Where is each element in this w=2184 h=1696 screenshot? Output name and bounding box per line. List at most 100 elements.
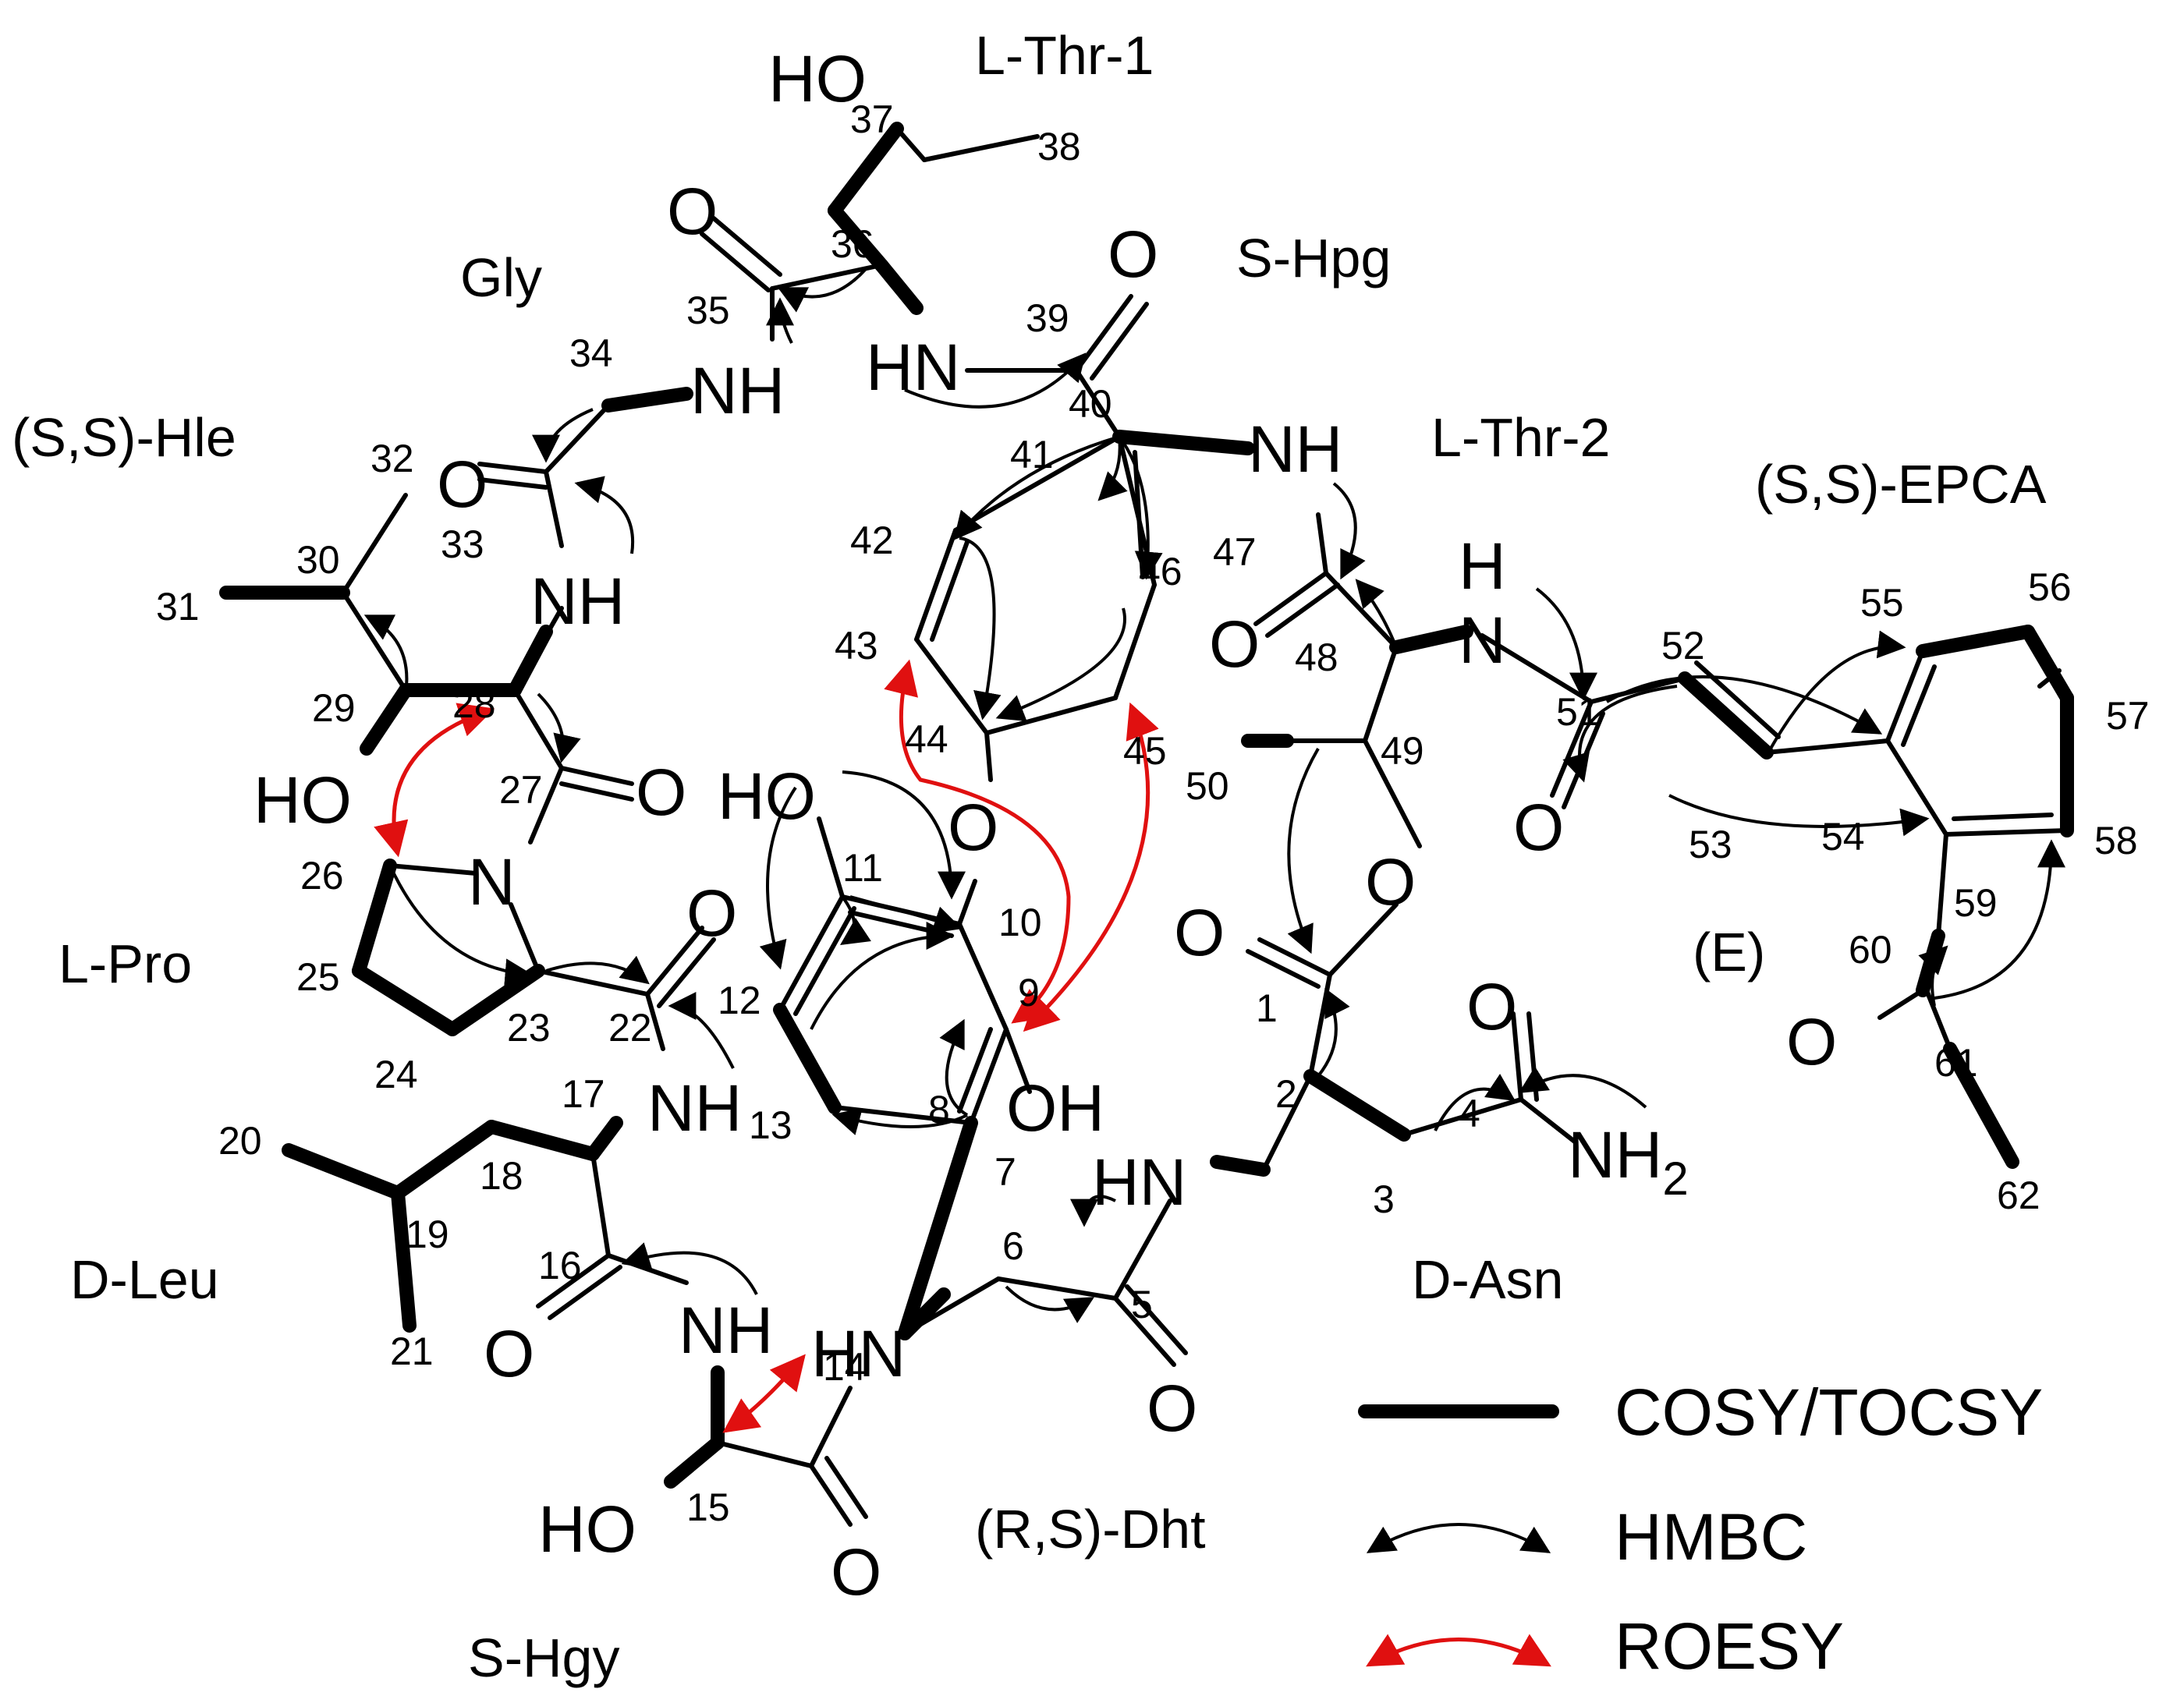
carbon-number-53: 53 (1689, 823, 1732, 866)
atom-nh28: NH (530, 565, 625, 638)
atom-labels: HO O O HN NH NH O NH O H N HO O N HO O O… (254, 42, 1837, 1609)
atom-h-n51: H (1459, 529, 1506, 603)
carbon-number-57: 57 (2106, 694, 2150, 738)
carbon-number-51: 51 (1556, 690, 1600, 734)
residue-labels: L-Thr-1 Gly S-Hpg (S,S)-Hle L-Thr-2 (S,S… (12, 25, 2047, 1688)
carbon-number-4: 4 (1459, 1092, 1480, 1135)
residue-leu: D-Leu (70, 1249, 219, 1310)
carbon-number-37: 37 (850, 97, 894, 141)
atom-nh15: NH (679, 1294, 773, 1367)
atom-o4: O (1466, 970, 1517, 1043)
carbon-number-34: 34 (569, 331, 613, 375)
carbon-number-50: 50 (1186, 764, 1229, 808)
carbon-number-30: 30 (296, 538, 340, 582)
legend-hmbc-label: HMBC (1615, 1500, 1807, 1574)
atom-ho-thr1: HO (768, 42, 867, 115)
carbon-number-18: 18 (480, 1154, 523, 1198)
atom-ho29: HO (254, 763, 352, 837)
carbon-numbers: 1234567891011121314151617181920212223242… (156, 97, 2150, 1529)
carbon-number-59: 59 (1954, 881, 1998, 925)
carbon-number-10: 10 (998, 901, 1042, 944)
atom-hn6: HN (811, 1317, 906, 1390)
atom-nh34: NH (690, 354, 785, 427)
carbon-number-2: 2 (1275, 1072, 1297, 1116)
carbon-number-16: 16 (538, 1244, 582, 1287)
residue-gly: Gly (460, 247, 542, 308)
carbon-number-33: 33 (441, 522, 484, 566)
carbon-number-21: 21 (390, 1330, 434, 1373)
atom-ho11: HO (718, 759, 816, 833)
residue-pro: L-Pro (58, 933, 192, 994)
atom-ho15: HO (538, 1492, 636, 1566)
carbon-number-7: 7 (994, 1150, 1016, 1194)
skeleton-bonds (341, 126, 2069, 1527)
atom-o39: O (1108, 218, 1158, 291)
carbon-number-5: 5 (1131, 1283, 1153, 1326)
carbon-number-46: 46 (1139, 550, 1182, 593)
carbon-number-60: 60 (1849, 928, 1892, 972)
residue-dht: (R,S)-Dht (975, 1499, 1206, 1560)
carbon-number-22: 22 (608, 1006, 652, 1050)
carbon-number-47: 47 (1213, 530, 1257, 574)
carbon-number-14: 14 (823, 1345, 867, 1389)
atom-o-ether: O (948, 791, 998, 864)
residue-thr1: L-Thr-1 (975, 25, 1154, 86)
atom-o16: O (484, 1317, 534, 1390)
carbon-number-31: 31 (156, 585, 200, 628)
carbon-number-28: 28 (452, 682, 496, 726)
carbon-number-8: 8 (928, 1088, 950, 1131)
carbon-number-40: 40 (1069, 382, 1112, 426)
carbon-number-29: 29 (312, 686, 356, 730)
atom-o33: O (437, 448, 488, 521)
atom-oh9: OH (1006, 1071, 1104, 1145)
atom-o22: O (686, 876, 737, 950)
hmbc-correlations (363, 267, 2065, 1323)
carbon-number-11: 11 (842, 846, 883, 890)
carbon-number-58: 58 (2094, 819, 2138, 862)
atom-n-n51: N (1459, 604, 1506, 677)
legend: COSY/TOCSY HMBC ROESY (1358, 1376, 2043, 1683)
atom-o27: O (636, 756, 686, 829)
residue-hpg: S-Hpg (1236, 228, 1391, 289)
carbon-number-27: 27 (499, 768, 543, 812)
carbon-number-25: 25 (296, 955, 340, 999)
carbon-number-52: 52 (1661, 624, 1705, 667)
carbon-number-61: 61 (1934, 1041, 1978, 1085)
carbon-number-49: 49 (1381, 729, 1424, 773)
atom-nh40: NH (1248, 412, 1342, 486)
legend-roesy-swatch (1366, 1634, 1551, 1667)
carbon-number-12: 12 (718, 979, 761, 1022)
legend-roesy-label: ROESY (1615, 1609, 1844, 1683)
atom-hn2: HN (1092, 1145, 1186, 1219)
legend-cosy-label: COSY/TOCSY (1615, 1376, 2043, 1449)
carbon-number-39: 39 (1026, 296, 1069, 340)
carbon-number-19: 19 (406, 1213, 449, 1256)
carbon-number-15: 15 (686, 1485, 730, 1529)
residue-thr2: L-Thr-2 (1431, 407, 1610, 468)
atom-o51: O (1513, 791, 1564, 864)
atom-o-epox: O (1786, 1005, 1837, 1078)
atom-hn36: HN (866, 331, 960, 404)
atom-nh17: NH (647, 1071, 742, 1145)
carbon-number-44: 44 (905, 717, 948, 761)
carbon-number-26: 26 (300, 854, 344, 898)
atom-o47: O (1209, 607, 1260, 681)
carbon-number-55: 55 (1860, 581, 1904, 625)
atom-o-lactone: O (1365, 845, 1416, 919)
residue-asn: D-Asn (1412, 1249, 1563, 1310)
legend-hmbc-swatch (1366, 1523, 1551, 1553)
carbon-number-32: 32 (370, 437, 414, 480)
carbon-number-56: 56 (2028, 565, 2072, 609)
carbon-number-43: 43 (835, 624, 878, 667)
carbon-number-38: 38 (1037, 125, 1081, 168)
carbon-number-6: 6 (1002, 1224, 1024, 1268)
carbon-number-3: 3 (1373, 1177, 1395, 1221)
atom-nh2: NH2 (1568, 1118, 1689, 1205)
residue-e: (E) (1693, 922, 1765, 983)
carbon-number-54: 54 (1821, 815, 1865, 859)
residue-hle: (S,S)-Hle (12, 407, 236, 468)
carbon-number-48: 48 (1295, 636, 1338, 679)
carbon-number-13: 13 (749, 1103, 792, 1147)
